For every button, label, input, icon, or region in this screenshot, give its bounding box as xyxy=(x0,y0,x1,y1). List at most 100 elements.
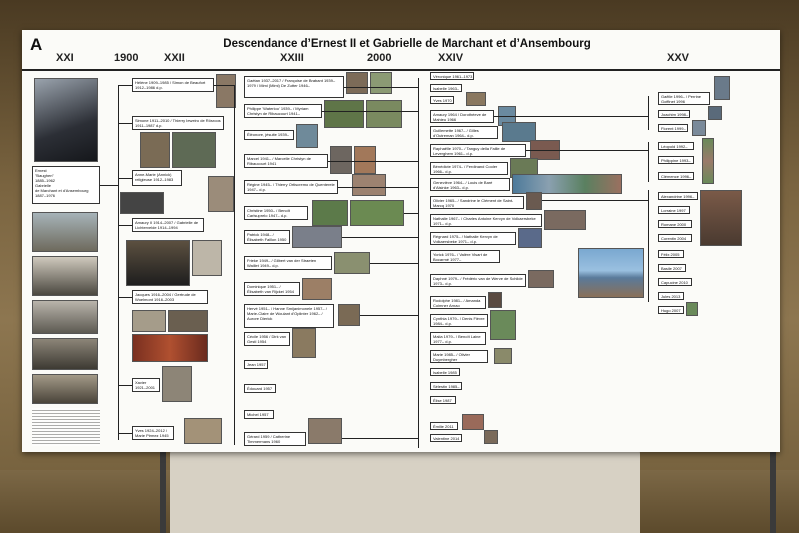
family-photo xyxy=(578,248,644,298)
family-photo xyxy=(350,200,404,226)
person-box: Véronique 1961–1973 xyxy=(430,72,474,80)
root-couple-box: Ernest "Baughen" 1885–1962 Gabrielle de … xyxy=(32,166,100,204)
person-box: Alexandrine 1996– xyxy=(658,192,698,200)
tree-line xyxy=(118,178,132,179)
family-photo xyxy=(466,92,486,106)
tree-line xyxy=(328,161,418,162)
tree-line xyxy=(342,438,418,439)
person-box: Isabelle 1985 xyxy=(430,368,460,376)
person-box: Isabelle 1963– xyxy=(430,84,462,92)
person-box: Simone 1911–2010 / Thierry Ieweiro de Rô… xyxy=(132,116,224,130)
poster-title: Descendance d’Ernest II et Gabrielle de … xyxy=(192,38,622,50)
tree-line xyxy=(118,433,132,434)
person-box: Amaury 1964 / Dorothéeve de Mahieu 1966 xyxy=(430,110,494,123)
person-box: Hervé 1951– / Hanne Smijanimonele 1957– … xyxy=(244,304,334,328)
family-photo xyxy=(168,310,208,332)
tree-line xyxy=(100,185,118,186)
person-box: Nathalie 1967– / Charles Antoine Kervyn … xyxy=(430,214,542,227)
person-box: Gérard 1959 / Catherine Timmermans 1960 xyxy=(244,432,306,446)
tree-line xyxy=(234,85,235,445)
generation-label: XXII xyxy=(164,52,185,64)
person-box: Philippine 1993– xyxy=(658,156,694,164)
generation-label: XXIII xyxy=(280,52,304,64)
person-box: Corentin 2004 xyxy=(658,234,692,242)
tree-line xyxy=(418,78,419,448)
person-box: Joachim 1998– xyxy=(658,110,690,118)
family-photo xyxy=(184,418,222,444)
person-box: Yves 1970 xyxy=(430,96,454,104)
family-photo xyxy=(334,252,370,274)
person-box: Gaëlle 1996– / Perrine Goffinet 1996 xyxy=(658,92,710,105)
family-photo xyxy=(494,348,512,364)
root-spouse-dates: 1887–1976 xyxy=(35,193,55,198)
person-box: Florent 1999– xyxy=(658,124,688,132)
family-photo xyxy=(692,120,706,136)
chair-back xyxy=(170,440,640,533)
person-box: Rodolphe 1981– / Amanda Coimner Arnao xyxy=(430,296,486,309)
person-box: Daphné 1979– / Frédéric van de Werve de … xyxy=(430,274,526,287)
person-box: Jacques 1916–2004 / Gertrude de Woelmont… xyxy=(132,290,208,304)
tree-line xyxy=(118,85,132,86)
family-photo xyxy=(338,304,360,326)
person-box: Valentine 2014 xyxy=(430,434,462,442)
tree-line xyxy=(370,263,418,264)
person-box: Cécile 1956 / Dirk van Gestl 1954 xyxy=(244,332,290,346)
person-box: Xavier 1921–2001 xyxy=(132,378,160,392)
family-photo xyxy=(366,100,402,128)
person-box: Basile 2007 xyxy=(658,264,686,272)
family-photo xyxy=(330,146,352,174)
family-photo xyxy=(490,310,516,340)
tree-line xyxy=(118,385,132,386)
tree-line xyxy=(648,96,649,130)
person-box: Amaury II 1914–2007 / Gabrielle de Licht… xyxy=(132,218,204,232)
header-rule xyxy=(22,69,780,71)
family-photo xyxy=(518,228,542,248)
family-photo xyxy=(308,418,342,444)
family-photo xyxy=(488,292,502,308)
historic-photo xyxy=(32,256,98,296)
person-box: Geneviève 1964– / Louis de Baré d'Alsink… xyxy=(430,178,510,191)
person-box: Guillemette 1967– / Gilles d'Outreman 19… xyxy=(430,126,498,139)
person-box: Jules 2013 xyxy=(658,292,684,300)
person-box: Anne-Marie (Annick) religieuse 1912–1983 xyxy=(132,170,182,186)
family-photo xyxy=(354,146,376,174)
family-photo xyxy=(528,270,554,288)
family-photo xyxy=(714,76,730,100)
person-box: Capucine 2010 xyxy=(658,278,692,286)
family-photo xyxy=(132,310,166,332)
family-photo xyxy=(312,200,348,226)
person-box: Gaétan 1937–2017 / Françoise de Brabant … xyxy=(244,76,344,98)
tree-line xyxy=(360,315,418,316)
tree-line xyxy=(338,187,418,188)
generation-label: 2000 xyxy=(367,52,391,64)
family-photo xyxy=(512,174,622,194)
person-box: Marcel 1941– / Marcelle Christyn de Riba… xyxy=(244,154,328,168)
family-photo xyxy=(208,176,234,212)
person-box: Frieke 1949– / Gilbert van der Straeten … xyxy=(244,256,332,270)
family-photo xyxy=(708,106,722,120)
tree-line xyxy=(342,237,418,238)
tree-line xyxy=(322,111,418,112)
person-box: Patrick 1948– / Élisabeth Faillon 1950 xyxy=(244,230,290,244)
family-photo xyxy=(132,334,208,362)
generation-label: XXI xyxy=(56,52,74,64)
panel-letter: A xyxy=(30,35,42,55)
person-box: Hugo 2007 xyxy=(658,306,684,314)
tree-line xyxy=(118,123,132,124)
tree-line xyxy=(118,85,119,440)
historic-photo xyxy=(32,374,98,404)
person-box: Christine 1950– / Benoît Carlsuprelo 194… xyxy=(244,206,308,220)
family-photo xyxy=(370,72,392,94)
family-photo xyxy=(302,278,332,300)
family-photo xyxy=(700,190,742,246)
person-box: Élise 1987 xyxy=(430,396,456,404)
family-photo xyxy=(346,72,368,94)
generation-label: 1900 xyxy=(114,52,138,64)
person-box: Jean 1957 xyxy=(244,360,268,369)
family-photo xyxy=(126,240,190,286)
family-photo xyxy=(172,132,216,168)
tree-line xyxy=(214,85,234,86)
person-box: Hélène 1909–1985 / Simon de Beaufort 191… xyxy=(132,78,214,92)
family-photo xyxy=(140,132,170,168)
person-box: Yorick 1976– / Valère Visart de Bocarmé … xyxy=(430,250,500,263)
